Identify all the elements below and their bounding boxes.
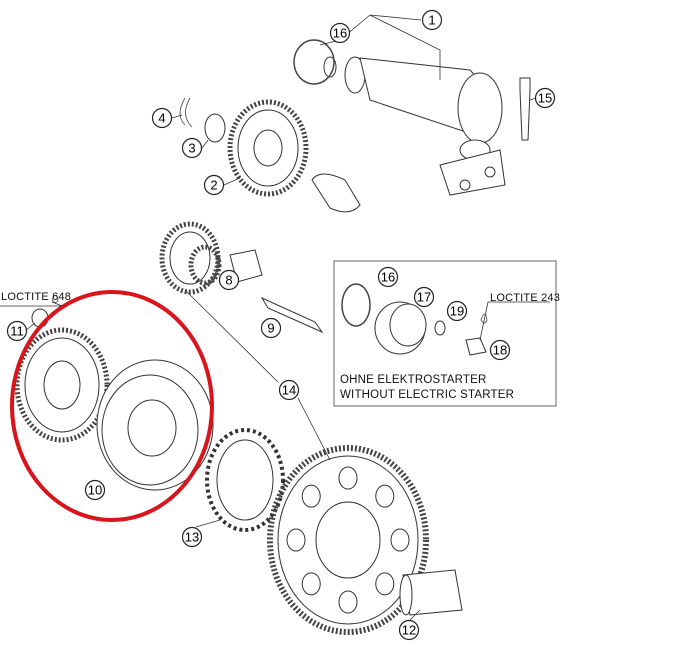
gear-hole: [375, 484, 395, 508]
gear-hole: [338, 590, 358, 614]
o-ring-16-inset: [341, 283, 371, 327]
gear-14: [267, 445, 429, 635]
loctite-648-label: LOCTITE 648: [1, 291, 72, 303]
callout-circle: [203, 174, 225, 196]
callout-number: 9: [267, 321, 274, 336]
callout-circle: [218, 269, 240, 291]
callout-circle: [6, 320, 28, 342]
callout-number: 14: [282, 383, 296, 398]
loctite-243-label: LOCTITE 243: [490, 292, 561, 304]
callout-circle: [181, 137, 203, 159]
o-ring-16: [293, 39, 335, 85]
bolt-15: [519, 77, 531, 141]
pin-9: [260, 296, 324, 334]
gear-holes: [286, 466, 410, 614]
bushing: [311, 173, 361, 213]
callout-circle: [260, 317, 282, 339]
callout-circle: [151, 107, 173, 129]
starter-motor: [323, 56, 506, 196]
callout-number: 18: [493, 343, 507, 358]
gear-hole: [390, 528, 410, 552]
callout-number: 3: [188, 141, 195, 156]
circlip-4: [179, 97, 193, 128]
callout-number: 17: [417, 290, 431, 305]
callout-number: 8: [225, 273, 232, 288]
inset-caption-de: OHNE ELEKTROSTARTER: [340, 374, 487, 386]
gear-hole: [338, 466, 358, 490]
gear-hole: [301, 484, 321, 508]
gear-hole: [286, 528, 306, 552]
callout-circle: [398, 619, 420, 641]
callout-circle: [278, 379, 300, 401]
gear-hole: [375, 572, 395, 596]
callout-number: 12: [402, 623, 416, 638]
callout-circle: [84, 479, 106, 501]
callout-circle: [377, 266, 399, 288]
gear-hole: [301, 572, 321, 596]
callout-number: 15: [538, 91, 552, 106]
bushing-17: [389, 303, 427, 347]
callout-number: 2: [210, 178, 217, 193]
callout-circle: [534, 87, 556, 109]
callout-number: 1: [428, 13, 435, 28]
callout-number: 16: [381, 270, 395, 285]
callout-number: 19: [450, 304, 464, 319]
inset-caption-en: WITHOUT ELECTRIC STARTER: [340, 389, 515, 401]
callout-circle: [446, 300, 468, 322]
callout-circle: [489, 339, 511, 361]
screw-18: [465, 337, 487, 356]
leader-lines: [0, 14, 550, 621]
washer-3: [204, 113, 226, 143]
highlight-ellipse: [10, 290, 214, 522]
callout-number: 13: [185, 530, 199, 545]
callout-circle: [181, 526, 203, 548]
callout-number: 11: [10, 324, 24, 339]
gear-2: [227, 99, 309, 197]
callout-number: 4: [158, 111, 165, 126]
callout-circle: [421, 9, 443, 31]
washer-19: [434, 320, 446, 336]
inset-box: [333, 260, 557, 407]
callout-number: 10: [88, 483, 102, 498]
callout-number: 16: [333, 26, 347, 41]
callout-circle: [413, 286, 435, 308]
callout-circle: [329, 22, 351, 44]
starter-gear: [14, 327, 110, 443]
